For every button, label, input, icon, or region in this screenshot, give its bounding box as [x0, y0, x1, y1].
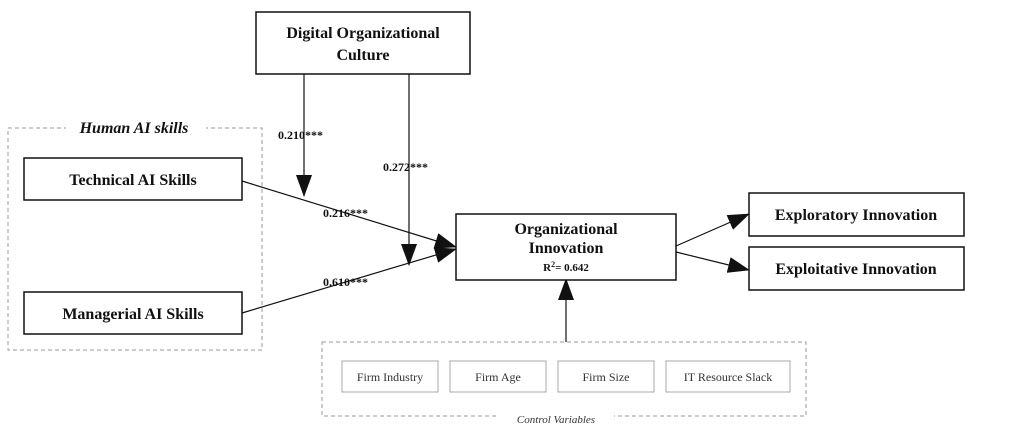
- control-variable-label: Firm Age: [475, 370, 521, 384]
- r-squared-superscript: 2: [551, 260, 555, 269]
- control-variable-firm-age: Firm Age: [449, 360, 547, 393]
- control-variable-label: Firm Size: [583, 370, 630, 384]
- control-variable-label: Firm Industry: [357, 370, 423, 384]
- node-technical-ai-skills: Technical AI Skills: [23, 157, 243, 201]
- control-variable-label: IT Resource Slack: [684, 370, 772, 384]
- r-squared-value: = 0.642: [555, 262, 589, 274]
- path-arrow-innovation-to-exploitative: [675, 251, 750, 273]
- control-variables-label-bg: [496, 408, 614, 426]
- path-arrow-managerial-to-innovation: [241, 247, 457, 314]
- r-squared-symbol: R: [543, 262, 552, 274]
- node-organizational-innovation: Organizational Innovation R2= 0.642: [455, 213, 677, 281]
- control-variable-firm-industry: Firm Industry: [341, 360, 439, 393]
- control-variables-label: Control Variables: [517, 414, 595, 426]
- path-coefficient-technical-innovation: 0.216***: [323, 206, 368, 220]
- path-arrow-technical-to-innovation: [241, 180, 457, 249]
- human-ai-skills-label-bg: [66, 116, 206, 138]
- node-title-line-1: Digital Organizational: [286, 25, 440, 42]
- path-arrow-innovation-to-exploratory: [675, 213, 750, 247]
- r-squared-label: R2= 0.642: [543, 260, 589, 274]
- node-title-line-2: Innovation: [529, 240, 604, 257]
- path-coefficient-culture-managerial: 0.272***: [383, 160, 428, 174]
- node-title-line-2: Culture: [336, 47, 389, 64]
- node-title: Exploitative Innovation: [775, 261, 936, 278]
- node-digital-organizational-culture: Digital Organizational Culture: [255, 11, 471, 75]
- node-exploitative-innovation: Exploitative Innovation: [748, 246, 965, 291]
- path-coefficient-culture-technical: 0.210***: [278, 128, 323, 142]
- path-coefficient-managerial-innovation: 0.610***: [323, 275, 368, 289]
- control-variable-it-resource-slack: IT Resource Slack: [665, 360, 791, 393]
- control-variable-firm-size: Firm Size: [557, 360, 655, 393]
- node-title: Technical AI Skills: [69, 172, 196, 189]
- node-title-line-1: Organizational: [514, 221, 618, 238]
- human-ai-skills-label: Human AI skills: [79, 120, 189, 137]
- node-title: Managerial AI Skills: [62, 306, 203, 323]
- node-title: Exploratory Innovation: [775, 207, 937, 224]
- node-exploratory-innovation: Exploratory Innovation: [748, 192, 965, 237]
- node-managerial-ai-skills: Managerial AI Skills: [23, 291, 243, 335]
